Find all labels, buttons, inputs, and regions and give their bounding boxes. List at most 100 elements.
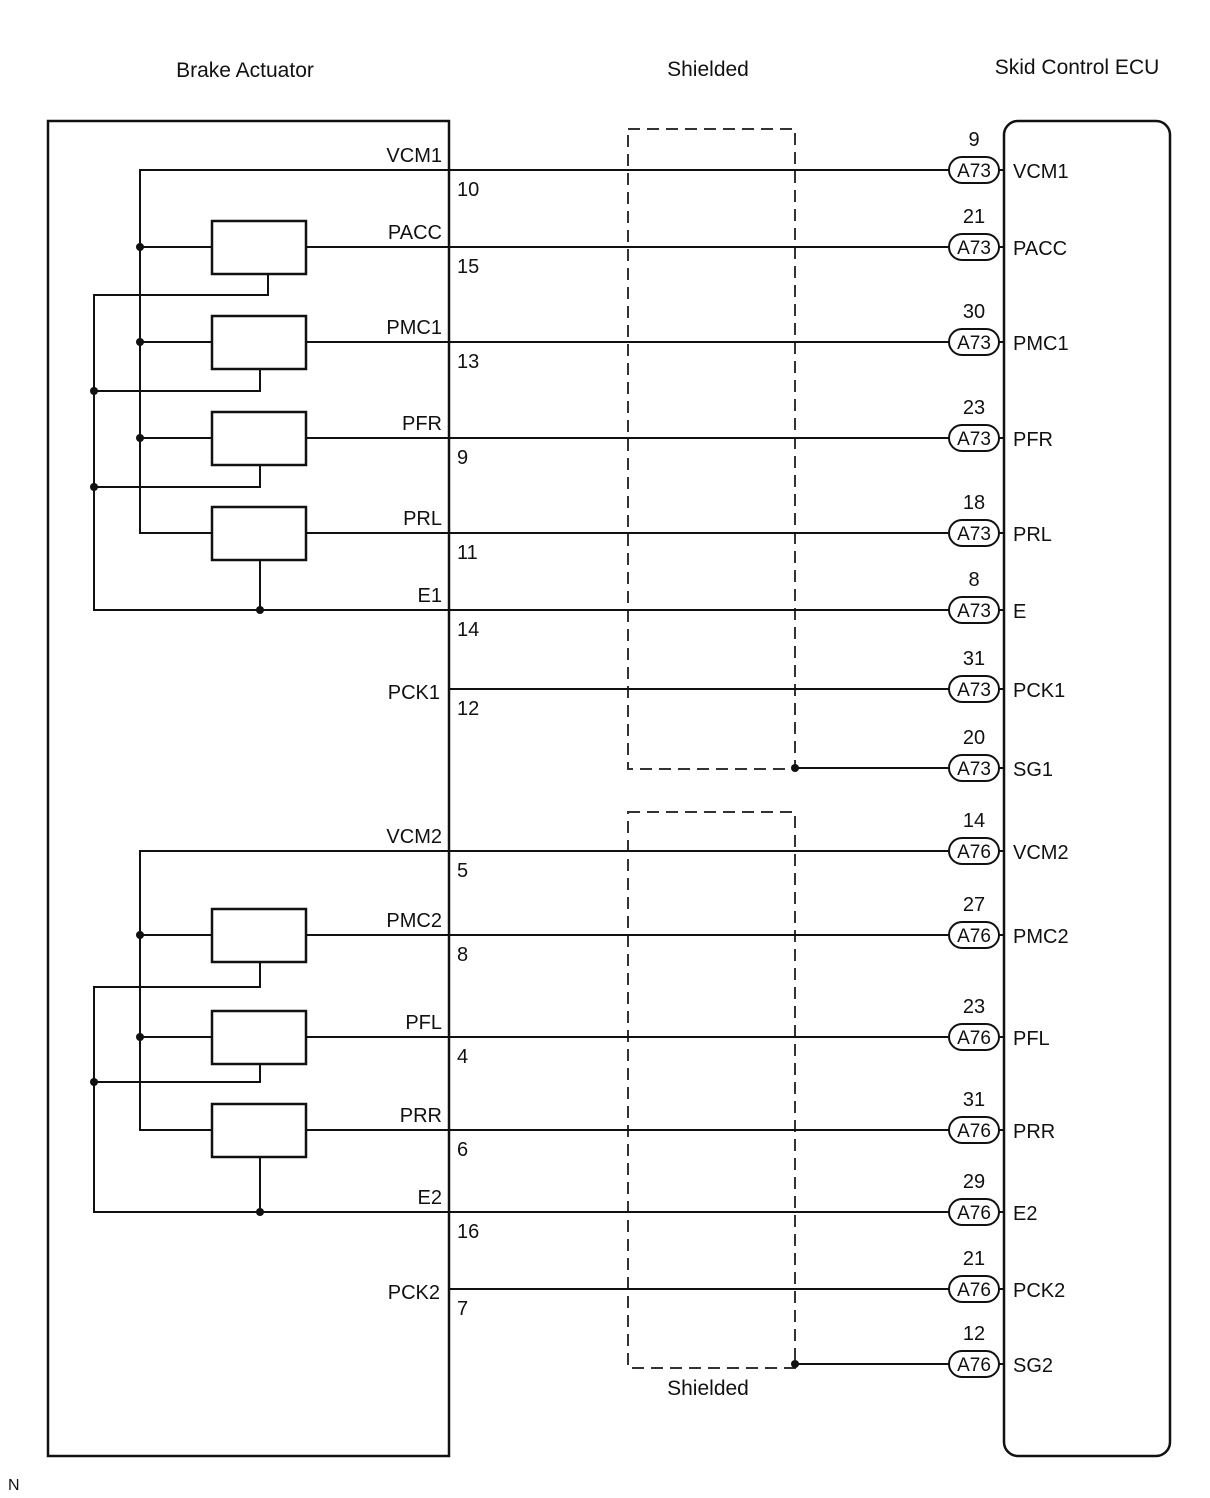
connector-bubble	[948, 519, 1000, 547]
connector-id: A76	[957, 842, 991, 863]
connector-id: A73	[957, 601, 991, 622]
actuator-pin-number: 10	[457, 179, 479, 201]
ecu-signal-label: PFR	[1013, 429, 1053, 451]
actuator-pin-number: 7	[457, 1298, 468, 1320]
actuator-signal-label: E2	[418, 1187, 442, 1209]
connector-id: A76	[957, 1280, 991, 1301]
pressure-sensor-pfr	[210, 410, 308, 467]
ecu-pin-number: 31	[963, 648, 985, 670]
ecu-pin-number: 30	[963, 301, 985, 323]
connector-id: A76	[957, 1203, 991, 1224]
shield-ground-junction	[791, 1360, 799, 1368]
connector-bubble	[948, 1198, 1000, 1226]
ecu-signal-label: PACC	[1013, 238, 1067, 260]
actuator-signal-label: PMC2	[386, 910, 442, 932]
pressure-sensor-pfl	[210, 1009, 308, 1066]
actuator-signal-label: PFR	[402, 413, 442, 435]
ecu-signal-label: SG1	[1013, 759, 1053, 781]
actuator-pin-number: 12	[457, 698, 479, 720]
connector-bubble	[948, 156, 1000, 184]
shielded-bottom-label: Shielded	[667, 1377, 749, 1400]
ecu-signal-label: PCK2	[1013, 1280, 1065, 1302]
connector-bubble	[948, 328, 1000, 356]
ecu-signal-label: VCM1	[1013, 161, 1069, 183]
skid-control-ecu-box	[1002, 119, 1172, 1458]
ecu-signal-label: PCK1	[1013, 680, 1065, 702]
ecu-signal-label: PMC2	[1013, 926, 1069, 948]
connector-bubble	[948, 837, 1000, 865]
actuator-signal-label: E1	[418, 585, 442, 607]
skid-control-ecu-title: Skid Control ECU	[995, 56, 1160, 79]
ecu-signal-label: PFL	[1013, 1028, 1050, 1050]
pressure-sensor-pacc	[210, 219, 308, 276]
connector-bubble	[948, 1116, 1000, 1144]
ecu-pin-number: 12	[963, 1323, 985, 1345]
ecu-signal-label: PRR	[1013, 1121, 1055, 1143]
actuator-pin-number: 14	[457, 619, 479, 641]
ecu-pin-number: 14	[963, 810, 985, 832]
ecu-pin-number: 23	[963, 996, 985, 1018]
actuator-pin-number: 11	[457, 542, 478, 564]
ecu-signal-label: SG2	[1013, 1355, 1053, 1377]
connector-id: A73	[957, 333, 991, 354]
actuator-signal-label: PCK1	[388, 682, 440, 704]
pressure-sensor-prr	[210, 1102, 308, 1159]
connector-bubble	[948, 233, 1000, 261]
actuator-pin-number: 5	[457, 860, 468, 882]
connector-id: A73	[957, 524, 991, 545]
actuator-signal-label: PRR	[400, 1105, 442, 1127]
actuator-pin-number: 6	[457, 1139, 468, 1161]
pressure-sensor-pmc1	[210, 314, 308, 371]
ecu-pin-number: 27	[963, 894, 985, 916]
ecu-signal-label: E	[1013, 601, 1026, 623]
actuator-pin-number: 13	[457, 351, 479, 373]
ecu-signal-label: PRL	[1013, 524, 1052, 546]
actuator-signal-label: PACC	[388, 222, 442, 244]
shielded-top-label: Shielded	[667, 58, 749, 81]
actuator-signal-label: PCK2	[388, 1282, 440, 1304]
connector-id: A73	[957, 759, 991, 780]
actuator-signal-label: PMC1	[386, 317, 442, 339]
shield-bottom	[627, 811, 796, 1369]
connector-bubble	[948, 675, 1000, 703]
ecu-pin-number: 20	[963, 727, 985, 749]
ecu-pin-number: 23	[963, 397, 985, 419]
harness-wires: VCM110A739VCM1PACC15A7321PACCPMC113A7330…	[386, 129, 1069, 1378]
shield-top	[627, 128, 796, 770]
pressure-sensor-prl	[210, 505, 308, 562]
actuator-signal-label: PRL	[403, 508, 442, 530]
ecu-pin-number: 31	[963, 1089, 985, 1111]
ecu-pin-number: 21	[963, 206, 985, 228]
connector-id: A73	[957, 161, 991, 182]
actuator-signal-label: VCM2	[386, 826, 442, 848]
connector-id: A76	[957, 926, 991, 947]
actuator-signal-label: PFL	[405, 1012, 442, 1034]
connector-bubble	[948, 424, 1000, 452]
actuator-pin-number: 8	[457, 944, 468, 966]
actuator-internal-circuit-bottom	[90, 850, 449, 1216]
connector-bubble	[948, 1350, 1000, 1378]
ecu-pin-number: 21	[963, 1248, 985, 1270]
connector-bubble	[948, 1023, 1000, 1051]
pressure-sensor-pmc2	[210, 907, 308, 964]
actuator-signal-label: VCM1	[386, 145, 442, 167]
ecu-pin-number: 9	[968, 129, 979, 151]
ecu-signal-label: PMC1	[1013, 333, 1069, 355]
connector-id: A73	[957, 680, 991, 701]
shield-ground-junction	[791, 764, 799, 772]
actuator-internal-circuit-top	[90, 169, 449, 614]
connector-bubble	[948, 754, 1000, 782]
connector-id: A76	[957, 1028, 991, 1049]
connector-id: A73	[957, 238, 991, 259]
ecu-signal-label: E2	[1013, 1203, 1037, 1225]
ecu-pin-number: 8	[968, 569, 979, 591]
actuator-pin-number: 9	[457, 447, 468, 469]
ecu-pin-number: 29	[963, 1171, 985, 1193]
actuator-pin-number: 16	[457, 1221, 479, 1243]
connector-id: A73	[957, 429, 991, 450]
connector-bubble	[948, 596, 1000, 624]
connector-bubble	[948, 921, 1000, 949]
actuator-pin-number: 4	[457, 1046, 468, 1068]
brake-actuator-title: Brake Actuator	[176, 59, 314, 82]
